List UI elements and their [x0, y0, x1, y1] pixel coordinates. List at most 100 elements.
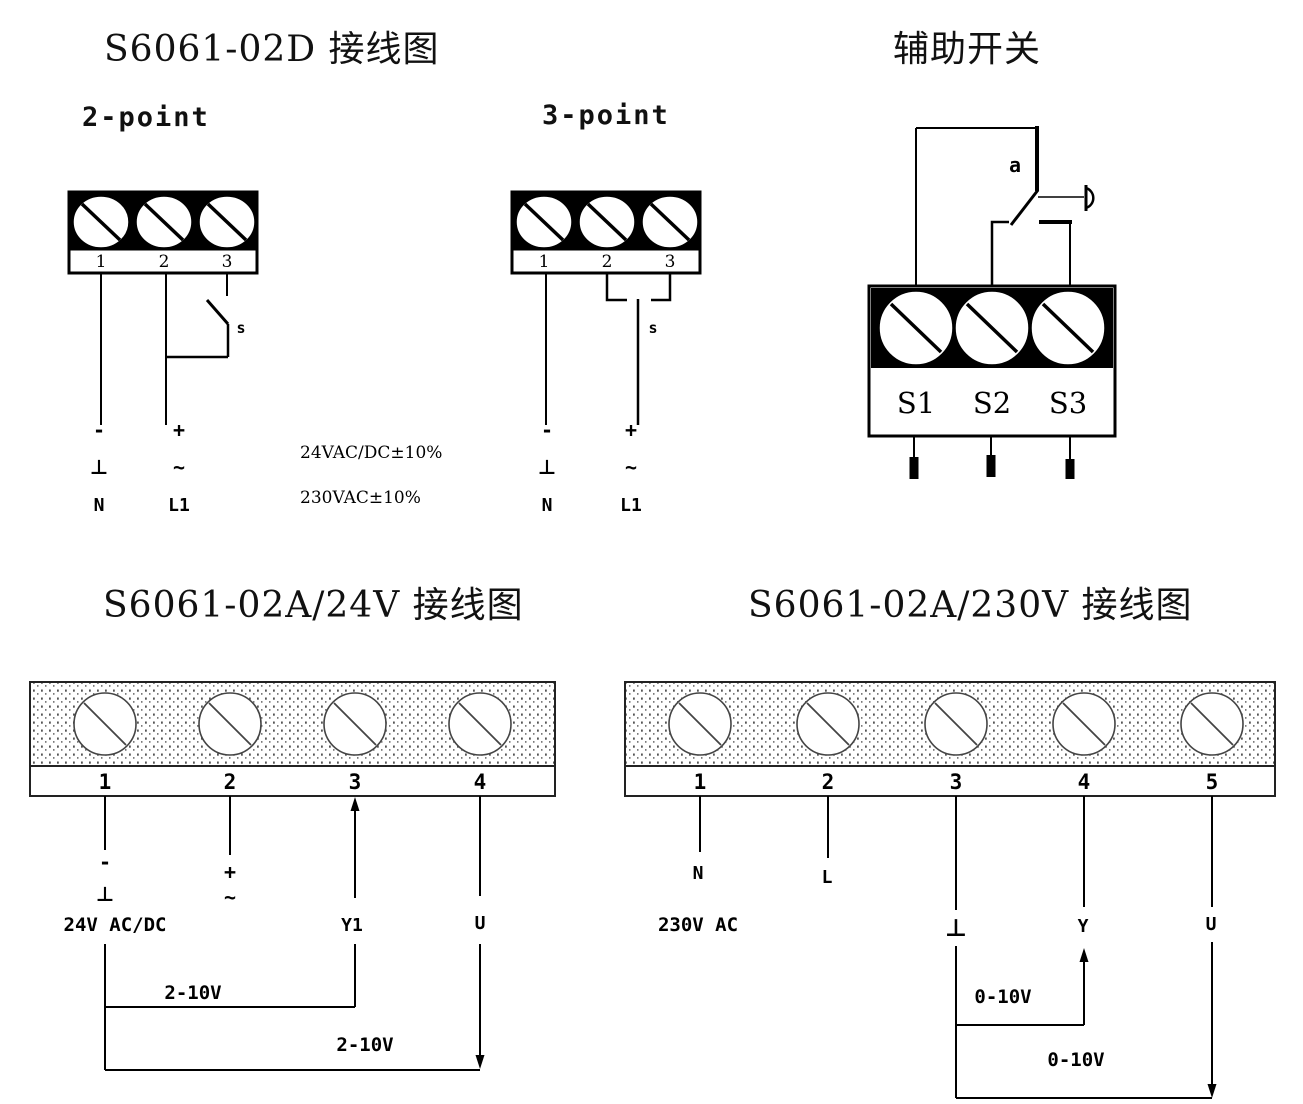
terminal-number: 5 — [1206, 770, 1219, 794]
screw-icon — [72, 195, 130, 249]
terminal-number-strip — [29, 765, 556, 797]
terminal-number: 2 — [822, 770, 835, 794]
screw-icon — [448, 692, 512, 756]
neutral-label: N — [693, 863, 704, 884]
terminal-label-s2: S2 — [973, 386, 1011, 420]
polarity-minus-label: - — [99, 850, 111, 874]
heading-2-point: 2-point — [82, 102, 210, 133]
switch-label: a — [1009, 153, 1021, 177]
switch-blade — [1009, 189, 1040, 226]
screw-icon — [924, 692, 988, 756]
power-note-230v: 230VAC±10% — [300, 488, 421, 508]
terminal-number: 3 — [950, 770, 963, 794]
actuator-icon — [1084, 185, 1095, 211]
switch-blade — [205, 299, 230, 325]
output-signal-label: 0-10V — [1047, 1049, 1104, 1071]
ground-symbol: ⊥ — [945, 914, 967, 942]
terminal-number-strip — [624, 765, 1276, 797]
arrow-down-icon — [1207, 1084, 1217, 1098]
terminal-number: 2 — [159, 252, 170, 272]
output-signal-label: 2-10V — [336, 1034, 393, 1056]
ground-symbol: ⊥ — [90, 455, 108, 479]
connector-pin — [1065, 436, 1075, 479]
heading-3-point: 3-point — [542, 100, 670, 131]
neutral-label: N — [542, 495, 553, 516]
arrow-up-icon — [1079, 948, 1089, 962]
power-label: 24V AC/DC — [64, 914, 167, 936]
switch-label: s — [648, 319, 657, 337]
polarity-minus-label: - — [541, 418, 553, 442]
terminal-number: 3 — [349, 770, 362, 794]
ac-symbol: ~ — [625, 455, 637, 479]
screw-icon — [1052, 692, 1116, 756]
polarity-plus-label: + — [224, 860, 236, 884]
switch-label: s — [236, 319, 245, 337]
terminal-block: S1 S2 S3 — [867, 284, 1117, 438]
screw-icon — [198, 195, 256, 249]
line-label: L1 — [168, 495, 190, 516]
two-point-diagram: 1 2 3 s - ⊥ N + ~ L1 — [67, 190, 259, 516]
line-label: L — [822, 867, 833, 888]
output-label-u: U — [475, 913, 486, 934]
screw-icon — [796, 692, 860, 756]
terminal-block: 1 2 3 — [67, 190, 259, 275]
title-s6061-02a-230v: S6061-02A/230V 接线图 — [748, 585, 1193, 626]
terminal-number: 3 — [665, 252, 676, 272]
power-label: 230V AC — [658, 914, 738, 936]
screw-icon — [198, 692, 262, 756]
three-point-diagram: 1 2 3 s - ⊥ N + ~ L1 — [510, 190, 702, 516]
connector-pin — [986, 436, 996, 477]
polarity-plus-label: + — [173, 418, 185, 442]
wiring-230v-diagram: 1 2 3 4 5 N 230V AC L ⊥ Y U 0-10V — [624, 681, 1276, 1099]
terminal-number: 2 — [602, 252, 613, 272]
output-label-u: U — [1206, 914, 1217, 935]
terminal-number: 4 — [474, 770, 487, 794]
terminal-number: 1 — [539, 252, 550, 272]
ac-symbol: ~ — [173, 455, 185, 479]
screw-icon — [954, 290, 1030, 366]
terminal-number: 1 — [99, 770, 112, 794]
screw-icon — [73, 692, 137, 756]
terminal-block: 1 2 3 4 5 — [624, 681, 1276, 797]
ground-symbol: ⊥ — [96, 882, 114, 906]
polarity-minus-label: - — [93, 418, 105, 442]
screw-icon — [1030, 290, 1106, 366]
ac-symbol: ~ — [224, 885, 236, 909]
input-signal-label: 2-10V — [164, 982, 221, 1004]
input-label-y1: Y1 — [341, 915, 363, 936]
screw-icon — [1180, 692, 1244, 756]
screw-icon — [641, 195, 699, 249]
screw-icon — [578, 195, 636, 249]
wiring-24v-diagram: 1 2 3 4 - ⊥ 24V AC/DC + ~ Y1 U 2-10V 2 — [29, 681, 556, 1071]
terminal-label-s1: S1 — [897, 386, 935, 420]
title-s6061-02a-24v: S6061-02A/24V 接线图 — [103, 585, 524, 626]
arrow-up-icon — [350, 797, 360, 811]
arrow-down-icon — [475, 1055, 485, 1069]
screw-icon — [135, 195, 193, 249]
terminal-label-s3: S3 — [1049, 386, 1087, 420]
screw-icon — [668, 692, 732, 756]
terminal-number: 2 — [224, 770, 237, 794]
terminal-number: 1 — [694, 770, 707, 794]
wire-terminal-2-lead — [605, 273, 627, 302]
title-s6061-02d: S6061-02D 接线图 — [104, 29, 440, 70]
polarity-plus-label: + — [625, 418, 637, 442]
input-signal-label: 0-10V — [974, 986, 1031, 1008]
aux-switch-diagram: a S1 — [867, 126, 1117, 479]
input-label-y: Y — [1078, 916, 1089, 937]
screw-icon — [515, 195, 573, 249]
power-note-24v: 24VAC/DC±10% — [300, 443, 442, 463]
ground-symbol: ⊥ — [538, 455, 556, 479]
terminal-number: 3 — [222, 252, 233, 272]
screw-icon — [878, 290, 954, 366]
title-aux-switch: 辅助开关 — [893, 29, 1042, 70]
terminal-block: 1 2 3 — [510, 190, 702, 275]
connector-pin — [909, 436, 919, 479]
line-label: L1 — [620, 495, 642, 516]
wire-terminal-3-lead — [651, 273, 672, 302]
terminal-block: 1 2 3 4 — [29, 681, 556, 797]
terminal-number: 4 — [1078, 770, 1091, 794]
screw-icon — [323, 692, 387, 756]
